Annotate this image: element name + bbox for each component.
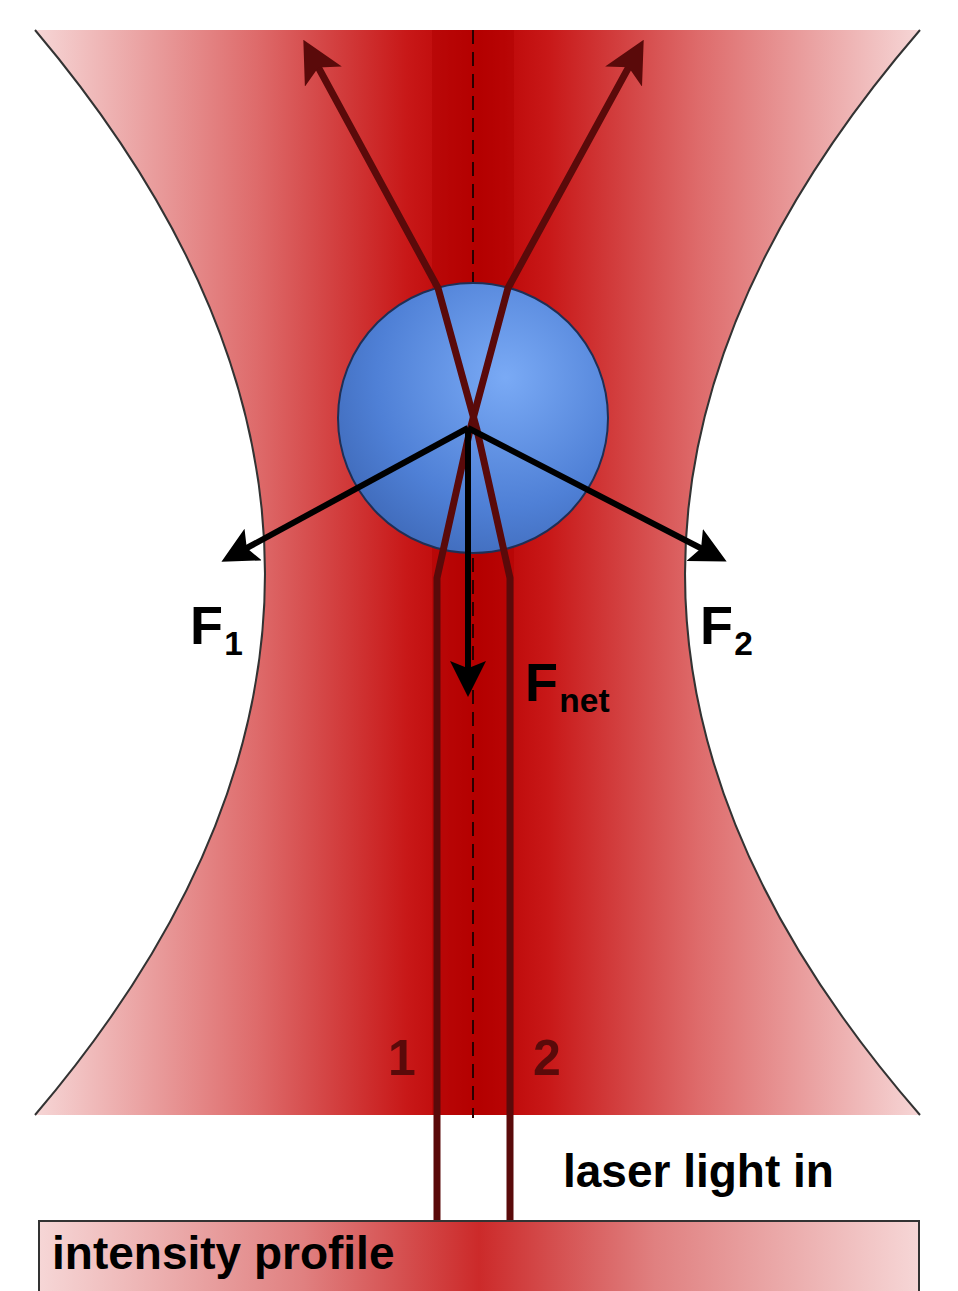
intensity-profile-bar: intensity profile	[38, 1220, 920, 1291]
force-label: F2	[700, 598, 753, 652]
force-label: Fnet	[525, 655, 610, 709]
ray-number: 2	[533, 1033, 561, 1083]
force-label: F1	[190, 598, 243, 652]
ray-number: 1	[388, 1033, 416, 1083]
bar-label: intensity profile	[52, 1230, 906, 1276]
beam-caption: laser light in	[563, 1148, 834, 1194]
